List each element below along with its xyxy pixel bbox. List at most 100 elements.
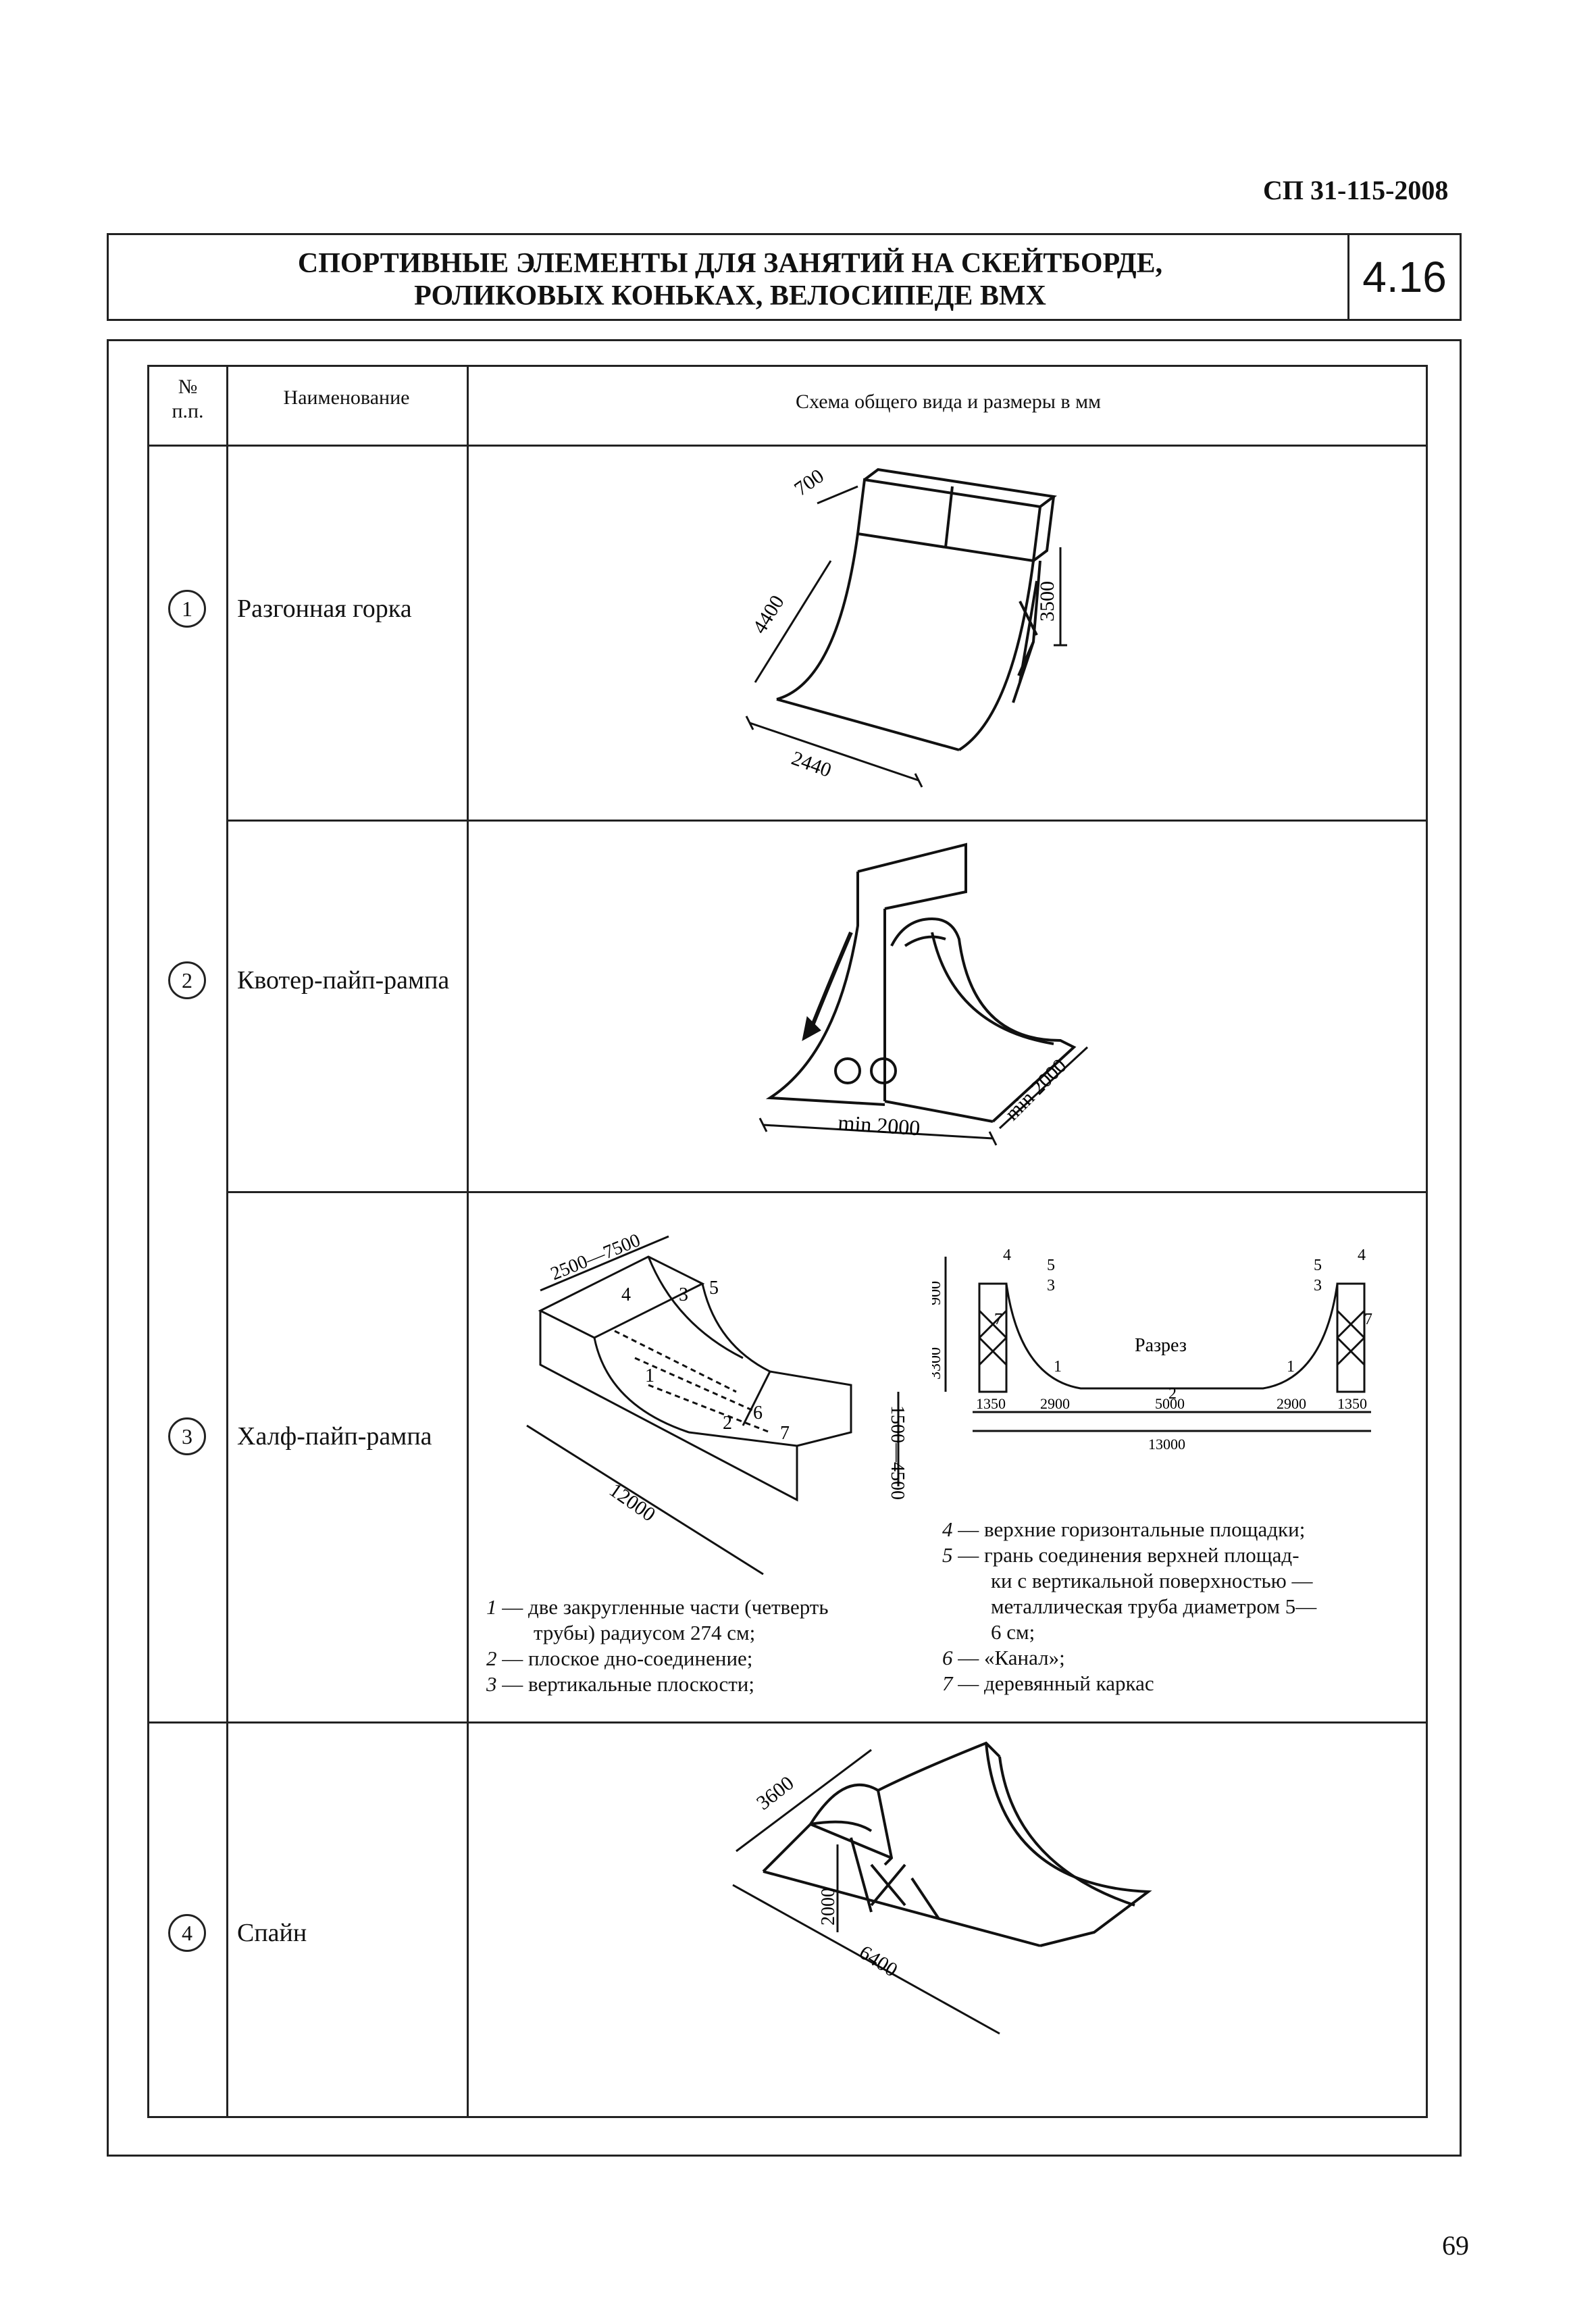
- header-num-line2: п.п.: [172, 400, 204, 422]
- legend-text: — две закругленные части (четверть: [496, 1595, 829, 1619]
- header-divider: [149, 445, 1426, 447]
- callout-label: 6: [753, 1403, 763, 1424]
- legend-item: трубы) радиусом 274 см;: [486, 1620, 829, 1646]
- dimension-label: 5000: [1155, 1395, 1185, 1412]
- callout-label: 7: [780, 1423, 790, 1444]
- document-code: СП 31-115-2008: [1263, 175, 1449, 205]
- dimension-label: 12000: [605, 1479, 659, 1526]
- dimension-label: 2900: [1040, 1395, 1070, 1412]
- legend-item: 1 — две закругленные части (четверть: [486, 1594, 829, 1620]
- legend-text: — грань соединения верхней площад-: [952, 1543, 1299, 1567]
- dimension-label: 3300: [932, 1347, 944, 1380]
- legend-item: ки с вертикальной поверхностью —: [942, 1568, 1316, 1594]
- page-number: 69: [1442, 2230, 1469, 2261]
- dimension-label: 2440: [789, 747, 835, 782]
- row-name: Квотер-пайп-рампа: [237, 966, 450, 995]
- callout-label: 3: [679, 1284, 688, 1305]
- dimension-label: 3500: [1036, 581, 1058, 622]
- dimension-label: 900: [932, 1281, 944, 1305]
- row-divider: [226, 1191, 1426, 1193]
- callout-label: 2: [723, 1413, 732, 1434]
- row-number: 2: [168, 961, 206, 999]
- callout-label: 4: [1358, 1247, 1366, 1264]
- header-num: № п.п.: [149, 375, 226, 424]
- dimension-total: 13000: [1148, 1436, 1185, 1453]
- callout-label: 4: [1003, 1247, 1011, 1264]
- launch-ramp-drawing: 700 4400 3500 2440: [745, 465, 1067, 788]
- title-line-1: СПОРТИВНЫЕ ЭЛЕМЕНТЫ ДЛЯ ЗАНЯТИЙ НА СКЕЙТ…: [297, 248, 1163, 279]
- legend-item: 6 см;: [942, 1619, 1316, 1645]
- legend-num: 6: [942, 1646, 953, 1669]
- dimension-label: 1350: [1337, 1395, 1367, 1412]
- callout-label: 1: [645, 1365, 654, 1386]
- equipment-table: № п.п. Наименование Схема общего вида и …: [147, 365, 1428, 2118]
- legend-text: — плоское дно-соединение;: [496, 1646, 753, 1670]
- row-number: 1: [168, 590, 206, 628]
- legend-num: 5: [942, 1543, 953, 1567]
- legend-item: 6 — «Канал»;: [942, 1645, 1316, 1671]
- quarter-pipe-drawing: min 2000 min 2000: [758, 842, 1089, 1146]
- legend-text: металлическая труба диаметром 5—: [991, 1594, 1317, 1618]
- header-name: Наименование: [283, 386, 410, 409]
- legend-item: 3 — вертикальные плоскости;: [486, 1671, 829, 1697]
- section-title: Разрез: [1135, 1335, 1187, 1356]
- callout-label: 7: [994, 1311, 1002, 1328]
- header-num-line1: №: [178, 376, 198, 398]
- dimension-label: 2000: [818, 1888, 839, 1926]
- dimension-label: 2900: [1277, 1395, 1306, 1412]
- title-box: СПОРТИВНЫЕ ЭЛЕМЕНТЫ ДЛЯ ЗАНЯТИЙ НА СКЕЙТ…: [107, 233, 1462, 321]
- callout-label: 3: [1314, 1277, 1322, 1294]
- spine-drawing: 3600 2000 6400: [732, 1741, 1152, 2035]
- callout-label: 4: [621, 1284, 631, 1305]
- dimension-label: 4400: [748, 591, 789, 637]
- section-number: 4.16: [1347, 235, 1460, 319]
- page-frame: [107, 339, 1462, 2157]
- legend-item: 4 — верхние горизонтальные площадки;: [942, 1517, 1316, 1542]
- row-name: Спайн: [237, 1919, 307, 1947]
- dimension-label: 700: [790, 465, 828, 501]
- legend-item: 7 — деревянный каркас: [942, 1671, 1316, 1696]
- legend-text: — вертикальные плоскости;: [496, 1672, 754, 1696]
- callout-label: 7: [1364, 1311, 1372, 1328]
- half-pipe-section-drawing: 900 3300 Разрез 1350 2900 5000 2900 1350…: [932, 1247, 1372, 1453]
- dimension-label: min 2000: [838, 1110, 921, 1140]
- header-scheme: Схема общего вида и размеры в мм: [795, 391, 1102, 413]
- callout-label: 5: [1314, 1257, 1322, 1274]
- page-title: СПОРТИВНЫЕ ЭЛЕМЕНТЫ ДЛЯ ЗАНЯТИЙ НА СКЕЙТ…: [109, 247, 1352, 312]
- dimension-label: 2500—7500: [548, 1230, 643, 1284]
- legend-text: 6 см;: [991, 1620, 1035, 1644]
- legend-num: 1: [486, 1595, 497, 1619]
- dimension-label: 1350: [976, 1395, 1006, 1412]
- title-line-2: РОЛИКОВЫХ КОНЬКАХ, ВЕЛОСИПЕДЕ BMX: [414, 280, 1046, 311]
- legend-num: 3: [486, 1672, 497, 1696]
- legend-text: трубы) радиусом 274 см;: [534, 1621, 756, 1644]
- legend-num: 7: [942, 1671, 953, 1695]
- row-divider: [149, 1721, 1426, 1724]
- legend-text: — верхние горизонтальные площадки;: [952, 1517, 1306, 1541]
- row-number: 4: [168, 1914, 206, 1952]
- legend-right: 4 — верхние горизонтальные площадки; 5 —…: [942, 1517, 1316, 1696]
- row-name: Разгонная горка: [237, 595, 412, 623]
- column-divider: [226, 367, 228, 2116]
- row-divider: [226, 820, 1426, 822]
- callout-label: 5: [1047, 1257, 1055, 1274]
- arrow-icon: [802, 1015, 821, 1041]
- legend-text: ки с вертикальной поверхностью —: [991, 1569, 1313, 1592]
- column-divider: [467, 367, 469, 2116]
- legend-left: 1 — две закругленные части (четверть тру…: [486, 1594, 829, 1697]
- callout-label: 2: [1168, 1385, 1177, 1403]
- callout-label: 3: [1047, 1277, 1055, 1294]
- legend-item: металлическая труба диаметром 5—: [942, 1594, 1316, 1619]
- callout-label: 1: [1287, 1358, 1295, 1376]
- half-pipe-iso-drawing: 2500—7500 12000 1500—4500 4 3 5 1 2 6 7: [526, 1230, 908, 1576]
- dimension-label: 3600: [752, 1772, 798, 1815]
- callout-label: 1: [1054, 1358, 1062, 1376]
- legend-num: 4: [942, 1517, 953, 1541]
- legend-item: 2 — плоское дно-соединение;: [486, 1646, 829, 1671]
- dimension-label: min 2000: [1001, 1055, 1071, 1125]
- legend-num: 2: [486, 1646, 497, 1670]
- dimension-label: 1500—4500: [887, 1405, 908, 1500]
- legend-item: 5 — грань соединения верхней площад-: [942, 1542, 1316, 1568]
- row-number: 3: [168, 1417, 206, 1455]
- legend-text: — деревянный каркас: [952, 1671, 1154, 1695]
